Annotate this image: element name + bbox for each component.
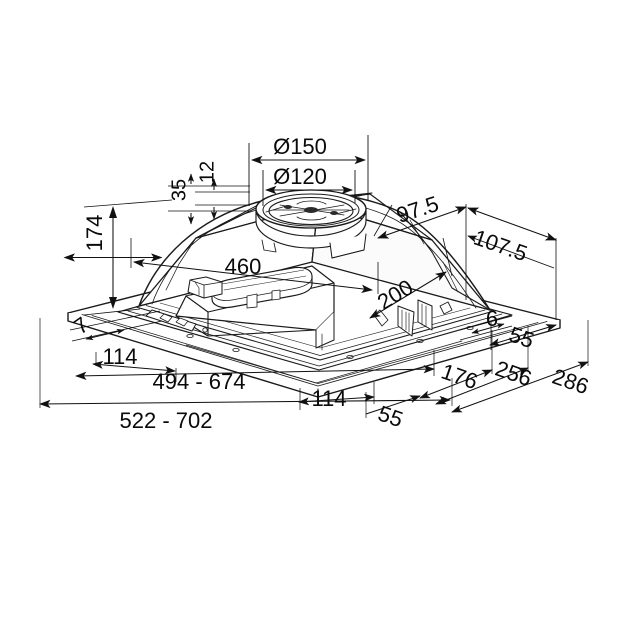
dim-114-right [298,382,375,410]
dimension-label-h174: 174 [82,215,107,252]
dim-d150 [248,135,369,206]
dim-200 [369,237,453,319]
dimension-label-d120: Ø120 [273,164,327,189]
dimension-label-r6: 6 [486,306,498,331]
dimension-label-d150: Ø150 [273,134,327,159]
dimension-label-c522: 522 - 702 [120,408,213,433]
dim-286 [451,320,589,413]
dim-12 [195,178,250,220]
duct-flap-detail [265,200,357,221]
dimension-label-l114: 114 [102,344,137,369]
duct-outlet-collar [255,189,367,259]
dim-174 [63,199,173,316]
dim-55-bottom [365,392,421,418]
left-rail-bracket [145,309,208,333]
dimension-label-h35: 35 [168,179,190,201]
dimension-label-w460: 460 [225,254,262,279]
dimension-label-c494: 494 - 674 [153,369,246,394]
dimension-label-t12: 12 [196,161,218,183]
dim-35 [168,173,250,225]
dim-d120 [262,170,356,206]
dimension-label-r114: 114 [311,386,346,411]
dim-55-right [489,322,557,350]
dim-97-5 [373,204,467,300]
dim-107-5 [467,207,557,320]
dimension-lines-group [38,135,589,418]
dim-7 [69,310,163,342]
